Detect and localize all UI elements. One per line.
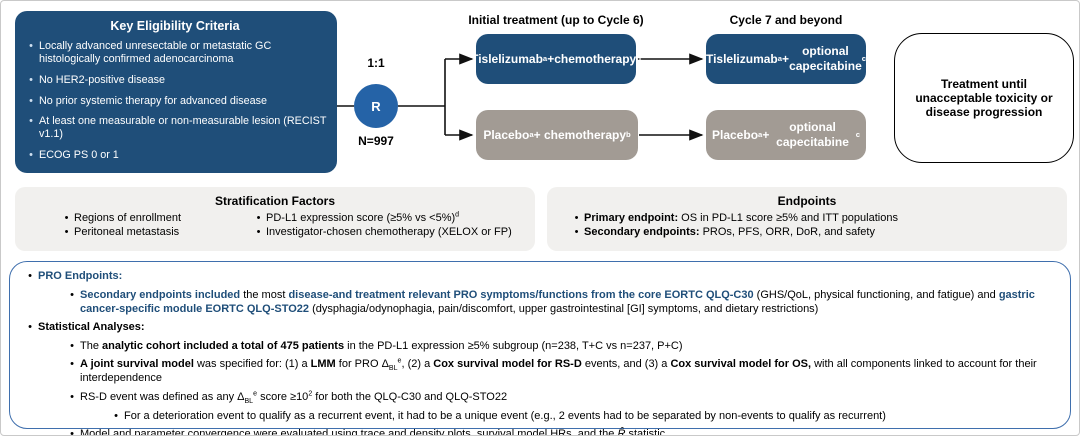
- bullet-icon: •: [28, 270, 32, 282]
- endpoint-item: •Secondary endpoints: PROs, PFS, ORR, Do…: [569, 225, 1067, 239]
- eligibility-item: •No HER2-positive disease: [23, 74, 327, 87]
- bullet-icon: •: [574, 226, 579, 239]
- bullet-icon: •: [29, 73, 33, 86]
- note-line: •Secondary endpoints included the most d…: [64, 288, 1056, 316]
- bullet-icon: •: [64, 226, 69, 239]
- eligibility-box: Key Eligibility Criteria •Locally advanc…: [15, 11, 337, 173]
- eligibility-item: •ECOG PS 0 or 1: [23, 149, 327, 162]
- note-line: •Statistical Analyses:: [22, 320, 1056, 334]
- stratification-panel: Stratification Factors •Regions of enrol…: [15, 187, 535, 251]
- stratification-column-2: •PD-L1 expression score (≥5% vs <5%)d •I…: [251, 211, 512, 240]
- eligibility-list: •Locally advanced unresectable or metast…: [23, 40, 327, 162]
- pro-endpoints-statistical-notes-box: •PRO Endpoints: •Secondary endpoints inc…: [9, 261, 1071, 435]
- bullet-icon: •: [29, 115, 33, 128]
- note-line: •RS-D event was defined as any ΔBLe scor…: [64, 390, 1056, 405]
- treatment-duration-box: Treatment until unacceptable toxicity or…: [894, 33, 1074, 163]
- stratification-column-1: •Regions of enrollment •Peritoneal metas…: [59, 211, 245, 240]
- eligibility-item: •No prior systemic therapy for advanced …: [23, 95, 327, 108]
- bullet-icon: •: [28, 321, 32, 334]
- bullet-icon: •: [574, 212, 579, 224]
- note-line: •A joint survival model was specified fo…: [64, 357, 1056, 385]
- bullet-icon: •: [256, 226, 261, 239]
- column-header-cycle7: Cycle 7 and beyond: [729, 13, 843, 27]
- bullet-icon: •: [70, 339, 74, 352]
- bullet-icon: •: [64, 212, 69, 224]
- stratification-item: •PD-L1 expression score (≥5% vs <5%)d: [251, 211, 512, 225]
- randomization-node: R: [354, 84, 398, 128]
- endpoints-list: •Primary endpoint: OS in PD-L1 score ≥5%…: [569, 211, 1067, 240]
- bullet-icon: •: [29, 40, 33, 52]
- bullet-icon: •: [29, 149, 33, 162]
- bullet-icon: •: [70, 288, 74, 301]
- endpoints-panel: Endpoints •Primary endpoint: OS in PD-L1…: [547, 187, 1067, 251]
- stratification-item: •Peritoneal metastasis: [59, 225, 245, 239]
- bullet-icon: •: [70, 391, 74, 404]
- endpoints-title: Endpoints: [777, 194, 837, 208]
- stratification-item: •Investigator-chosen chemotherapy (XELOX…: [251, 225, 512, 239]
- note-line: •The analytic cohort included a total of…: [64, 339, 1056, 353]
- stratification-item: •Regions of enrollment: [59, 211, 245, 225]
- endpoint-item: •Primary endpoint: OS in PD-L1 score ≥5%…: [569, 211, 1067, 225]
- bullet-icon: •: [256, 212, 261, 224]
- randomization-n: N=997: [358, 134, 394, 148]
- bullet-icon: •: [70, 428, 74, 436]
- note-line: •For a deterioration event to qualify as…: [108, 409, 1056, 423]
- note-line: •PRO Endpoints:: [22, 269, 1056, 283]
- eligibility-title: Key Eligibility Criteria: [110, 19, 240, 33]
- bullet-icon: •: [70, 358, 74, 371]
- bullet-icon: •: [29, 94, 33, 107]
- column-header-initial-treatment: Initial treatment (up to Cycle 6): [468, 13, 644, 27]
- stratification-title: Stratification Factors: [214, 194, 336, 208]
- bullet-icon: •: [114, 409, 118, 422]
- note-line: •Model and parameter convergence were ev…: [64, 427, 1056, 436]
- eligibility-item: •Locally advanced unresectable or metast…: [23, 40, 327, 66]
- eligibility-item: •At least one measurable or non-measurab…: [23, 115, 327, 141]
- randomization-ratio: 1:1: [367, 56, 385, 70]
